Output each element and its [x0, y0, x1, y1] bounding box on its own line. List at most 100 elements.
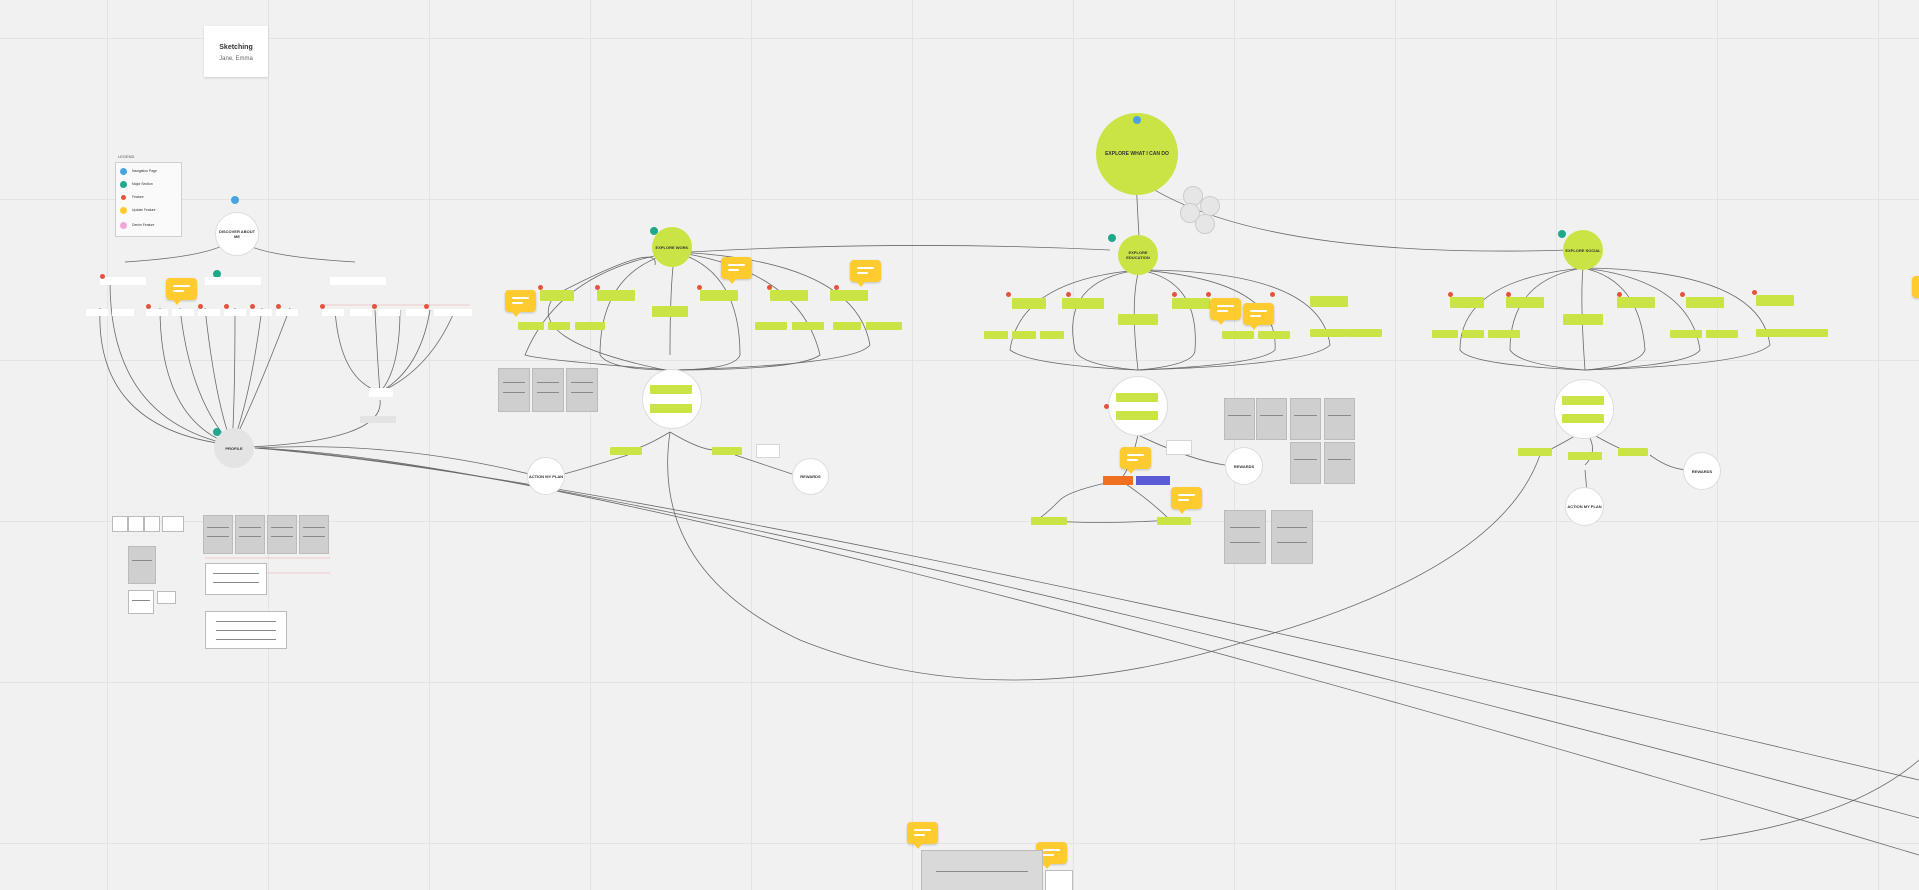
sub-item-card[interactable] — [755, 322, 787, 330]
comment-bubble-icon[interactable] — [721, 257, 752, 284]
feature-card[interactable] — [1562, 414, 1604, 423]
cluster-bubble[interactable] — [1180, 203, 1200, 223]
sub-item-card[interactable] — [1618, 448, 1648, 456]
sketch-thumbnail[interactable] — [112, 516, 128, 532]
feature-card[interactable] — [1563, 314, 1603, 325]
sub-item-card[interactable] — [1706, 330, 1738, 338]
feature-card[interactable] — [700, 290, 738, 301]
sketch-thumbnail[interactable] — [205, 563, 267, 595]
sub-item-card[interactable] — [548, 322, 570, 330]
hub-section-c[interactable]: EXPLORE SOCIAL — [1563, 230, 1603, 270]
sub-item-card[interactable] — [1756, 329, 1792, 337]
sub-item-card[interactable] — [1258, 331, 1290, 339]
sub-item-card[interactable] — [369, 388, 393, 397]
sketch-thumbnail[interactable] — [1290, 398, 1321, 440]
sub-item-card[interactable] — [1157, 517, 1191, 525]
sub-item-card[interactable] — [1488, 330, 1520, 338]
feature-card[interactable] — [1506, 297, 1544, 308]
sketch-thumbnail[interactable] — [128, 590, 154, 614]
comment-bubble-icon[interactable] — [166, 278, 197, 305]
orange-tag[interactable] — [1103, 476, 1133, 485]
sub-item-card[interactable] — [172, 309, 194, 316]
sub-item-card[interactable] — [866, 322, 902, 330]
sketch-thumbnail[interactable] — [921, 850, 1043, 890]
sub-item-card[interactable] — [1346, 329, 1382, 337]
hub-section-b[interactable]: EXPLORE EDUCATION — [1118, 235, 1158, 275]
sub-item-card[interactable] — [610, 447, 642, 455]
sketch-thumbnail[interactable] — [128, 516, 144, 532]
feature-card[interactable] — [540, 290, 574, 301]
sketch-thumbnail[interactable] — [1324, 398, 1355, 440]
feature-card[interactable] — [1116, 411, 1158, 420]
sketch-thumbnail[interactable] — [1271, 510, 1313, 564]
hub-action-c[interactable]: ACTION MY PLAN — [1565, 487, 1604, 526]
hub-rewards-a[interactable]: REWARDS — [792, 458, 829, 495]
sketch-thumbnail[interactable] — [1290, 442, 1321, 484]
feature-card[interactable] — [1686, 297, 1724, 308]
profile-hub-a[interactable] — [642, 369, 702, 429]
legend-panel[interactable]: Navigation Page Major Section Feature Up… — [115, 162, 182, 237]
sketch-thumbnail[interactable] — [1224, 510, 1266, 564]
comment-bubble-icon[interactable] — [505, 290, 536, 317]
hub-discover[interactable]: DISCOVER ABOUT ME — [215, 212, 259, 256]
sketch-thumbnail[interactable] — [566, 368, 598, 412]
sub-item-card[interactable] — [378, 309, 400, 316]
comment-bubble-icon[interactable] — [907, 822, 938, 849]
sub-item-card[interactable] — [792, 322, 824, 330]
sketch-thumbnail[interactable] — [203, 515, 233, 554]
sub-item-card[interactable] — [1432, 330, 1458, 338]
sub-item-card[interactable] — [146, 309, 168, 316]
sub-item-card[interactable] — [1031, 517, 1067, 525]
sub-item-card[interactable] — [1310, 329, 1346, 337]
sub-item-card[interactable] — [322, 309, 344, 316]
sketch-thumbnail[interactable] — [267, 515, 297, 554]
sketch-thumbnail[interactable] — [157, 591, 176, 604]
sub-item-card[interactable] — [360, 416, 396, 423]
hub-profile[interactable]: PROFILE — [214, 428, 254, 468]
comment-bubble-icon[interactable] — [1120, 447, 1151, 474]
sub-item-card[interactable] — [86, 309, 108, 316]
note-card[interactable] — [1166, 440, 1192, 455]
sketch-thumbnail[interactable] — [1224, 398, 1255, 440]
comment-bubble-icon[interactable] — [850, 260, 881, 287]
hub-section-a[interactable]: EXPLORE WORK — [652, 227, 692, 267]
sub-item-card[interactable] — [1670, 330, 1702, 338]
sub-item-card[interactable] — [712, 447, 742, 455]
feature-card[interactable] — [100, 277, 146, 285]
feature-card[interactable] — [597, 290, 635, 301]
feature-card[interactable] — [1450, 297, 1484, 308]
hub-rewards-c[interactable]: REWARDS — [1683, 452, 1721, 490]
comment-bubble-icon[interactable] — [1171, 487, 1202, 514]
hub-action-a[interactable]: ACTION MY PLAN — [527, 457, 565, 495]
feature-card[interactable] — [1310, 296, 1348, 307]
sub-item-card[interactable] — [250, 309, 272, 316]
cluster-bubble[interactable] — [1195, 214, 1215, 234]
sketch-thumbnail[interactable] — [205, 611, 287, 649]
sub-item-card[interactable] — [276, 309, 298, 316]
hub-rewards-b[interactable]: REWARDS — [1225, 447, 1263, 485]
feature-card[interactable] — [1062, 298, 1104, 309]
sketch-thumbnail[interactable] — [299, 515, 329, 554]
sub-item-card[interactable] — [1792, 329, 1828, 337]
sub-item-card[interactable] — [434, 309, 456, 316]
sketching-frame-card[interactable]: Sketching Jane, Emma — [204, 26, 268, 77]
sketch-thumbnail[interactable] — [162, 516, 184, 532]
feature-card[interactable] — [652, 306, 688, 317]
feature-card[interactable] — [1172, 298, 1210, 309]
comment-bubble-icon[interactable] — [1036, 842, 1067, 869]
sub-item-card[interactable] — [518, 322, 544, 330]
sub-item-card[interactable] — [450, 309, 472, 316]
sub-item-card[interactable] — [112, 309, 134, 316]
feature-card[interactable] — [650, 385, 692, 394]
feature-card[interactable] — [1012, 298, 1046, 309]
profile-hub-b[interactable] — [1108, 376, 1168, 436]
sub-item-card[interactable] — [833, 322, 861, 330]
sub-item-card[interactable] — [575, 322, 605, 330]
sketch-thumbnail[interactable] — [235, 515, 265, 554]
note-card[interactable] — [756, 444, 780, 458]
sketch-thumbnail[interactable] — [144, 516, 160, 532]
sub-item-card[interactable] — [984, 331, 1008, 339]
feature-card[interactable] — [330, 277, 386, 285]
feature-card[interactable] — [1118, 314, 1158, 325]
